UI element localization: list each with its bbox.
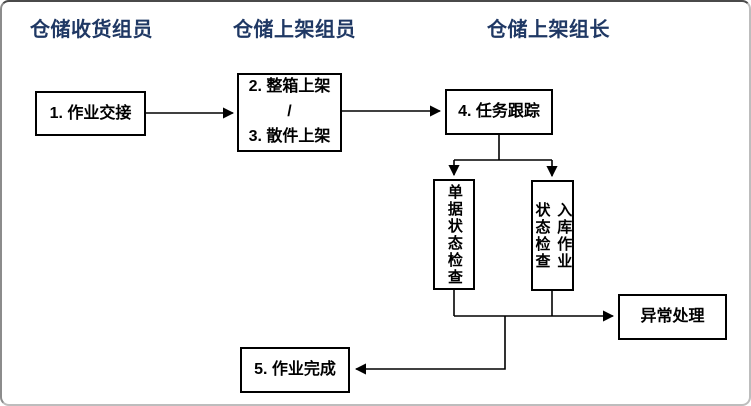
node-step4-task-tracking: 4. 任务跟踪 — [445, 89, 553, 135]
node-document-status-check: 单据状态检查 — [433, 179, 475, 290]
node-step5-work-complete: 5. 作业完成 — [240, 347, 350, 393]
lane-header-receiving-member: 仓储收货组员 — [30, 19, 153, 41]
node-step2-3-shelving: 2. 整箱上架 / 3. 散件上架 — [237, 73, 342, 152]
connector-to-step5 — [354, 316, 506, 375]
node-inbound-work-status-check: 入库作业 状态检查 — [531, 180, 574, 291]
node-step1-work-handover: 1. 作业交接 — [35, 91, 146, 136]
lane-header-shelving-member: 仓储上架组员 — [233, 19, 356, 41]
lane-header-shelving-leader: 仓储上架组长 — [487, 19, 610, 41]
node-exception-handling: 异常处理 — [618, 294, 727, 340]
